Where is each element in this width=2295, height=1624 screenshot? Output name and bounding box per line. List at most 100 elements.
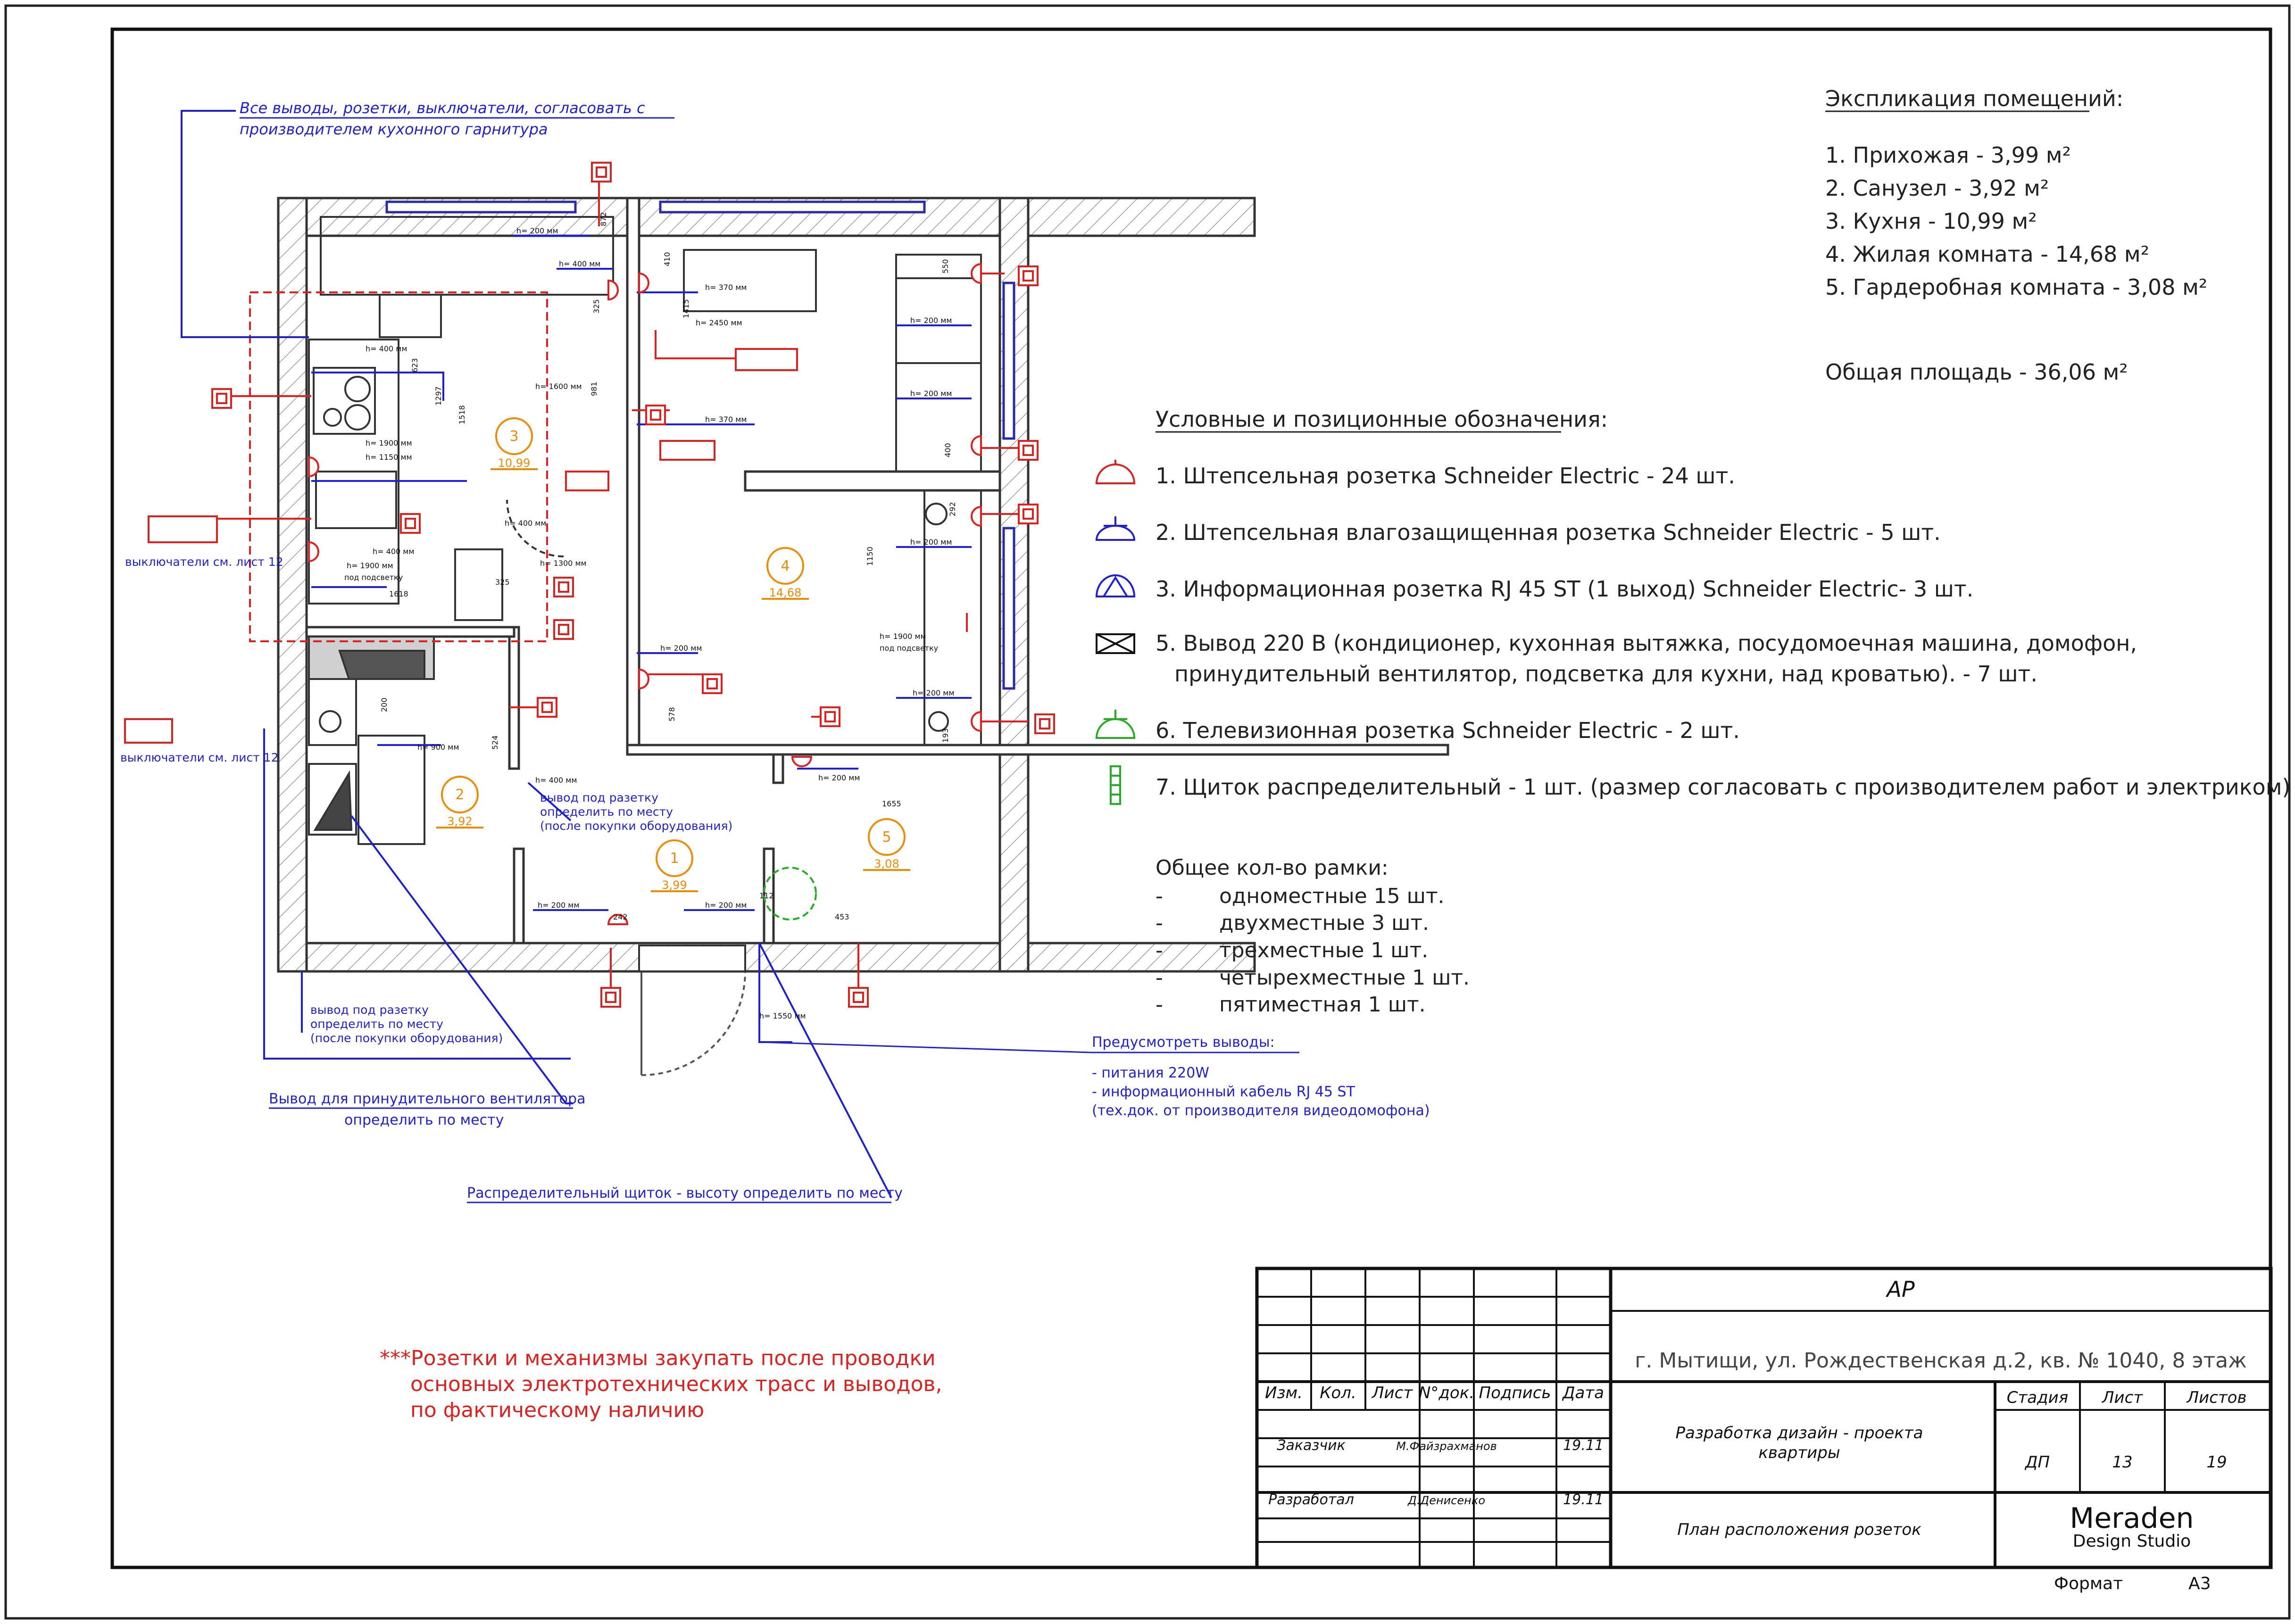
tb-sheet: 13 [2112, 1453, 2132, 1472]
dim-label: h= 400 мм [373, 547, 414, 556]
dim-label: h= 400 мм [535, 776, 577, 785]
tb-customer-name: М.Файзрахманов [1396, 1440, 1497, 1453]
dim-label: h= 200 мм [910, 538, 952, 547]
dim-label: 292 [948, 502, 957, 516]
tb-code: АР [1885, 1276, 1914, 1302]
tb-developer-role: Разработал [1268, 1491, 1354, 1508]
dim-label: h= 400 мм [366, 344, 407, 353]
room-1-area: 3,99 [662, 878, 687, 892]
dim-label: h= 370 мм [705, 283, 747, 292]
dim-label: под подсветку [880, 644, 938, 653]
vent-note-1: Вывод для принудительного вентилятора [269, 1091, 585, 1107]
warning-line-1: ***Розетки и механизмы закупать после пр… [380, 1346, 936, 1370]
tb-header: Изм. [1265, 1384, 1303, 1402]
marker-squares [211, 162, 1055, 1008]
tb-drawing-name: План расположения розеток [1677, 1520, 1921, 1539]
dim-label: h= 200 мм [705, 901, 747, 910]
distribution-board-icon [1110, 765, 1121, 805]
tb-header: N°док. [1419, 1384, 1474, 1402]
socket-symbols [308, 263, 982, 925]
outlet-note-line: определить по месту [540, 805, 673, 819]
explication: Экспликация помещений: 1. Прихожая - 3,9… [1825, 86, 2207, 385]
tb-stage: ДП [2024, 1453, 2050, 1472]
dim-label: 325 [592, 299, 601, 314]
tv-socket-icon [1095, 710, 1136, 739]
tb-developer-name: Д.Денисенко [1407, 1494, 1485, 1507]
panel-note: Распределительный щиток - высоту определ… [467, 1185, 903, 1201]
dim-label: h= 2450 мм [696, 318, 742, 327]
explication-room: 5. Гардеробная комната - 3,08 м² [1825, 274, 2207, 300]
outlet-note-bottom: (после покупки оборудования) [310, 1031, 503, 1045]
provide-item: - информационный кабель RJ 45 ST [1092, 1084, 1355, 1100]
dim-label: 112 [759, 891, 774, 900]
walls [277, 197, 1449, 973]
vent-note-2: определить по месту [344, 1112, 504, 1128]
frames-dash: - [1156, 884, 1163, 908]
kitchen-furniture [308, 216, 614, 621]
frames-title: Общее кол-во рамки: [1156, 856, 1389, 880]
dim-label: h= 200 мм [913, 688, 954, 697]
dim-label: h= 1900 мм [880, 632, 926, 641]
outlet-note-bottom: определить по месту [310, 1017, 443, 1031]
outer-frame [4, 4, 2291, 1620]
wiring-lines [181, 110, 972, 1198]
tv-outlet-marker [763, 867, 817, 920]
dim-label: 872 [599, 212, 608, 226]
company-subtitle: Design Studio [2073, 1532, 2191, 1551]
room-3-number: 3 [509, 428, 518, 445]
dim-label: h= 200 мм [818, 773, 860, 782]
dim-label: h= 900 мм [417, 743, 459, 752]
dim-label: h= 1300 мм [540, 559, 587, 568]
waterproof-socket-icon [1095, 516, 1136, 541]
dim-label: 1297 [434, 386, 443, 406]
switches-note-2: выключатели см. лист 12 [120, 751, 279, 764]
frames-item: одноместные 15 шт. [1219, 884, 1445, 908]
legend-item: 6. Телевизионная розетка Schneider Elect… [1156, 718, 1740, 743]
dim-label: 524 [491, 735, 499, 750]
warning-line-3: по фактическому наличию [410, 1398, 704, 1422]
tb-customer-date: 19.11 [1563, 1437, 1604, 1454]
dim-label: h= 200 мм [910, 316, 952, 325]
frames-item: четырехместные 1 шт. [1219, 966, 1470, 990]
room-3-area: 10,99 [498, 456, 531, 470]
floor-plan: 1 3,99 2 3,92 3 10,99 4 14,68 5 3,08 h= … [120, 99, 1449, 1422]
company-name: Meraden [2070, 1502, 2194, 1535]
dim-label: 1518 [457, 405, 466, 424]
tb-address: г. Мытищи, ул. Рождественская д.2, кв. №… [1635, 1349, 2246, 1373]
room-4-area: 14,68 [769, 586, 802, 599]
format-label: Формат [2054, 1574, 2123, 1593]
room-5-number: 5 [882, 829, 891, 845]
outlet-note-line: (после покупки оборудования) [540, 819, 732, 833]
tb-sheets-header: Листов [2186, 1388, 2246, 1407]
frames-dash: - [1156, 911, 1163, 935]
entrance-door [638, 945, 746, 1076]
legend-item: 7. Щиток распределительный - 1 шт. (разм… [1156, 774, 2290, 800]
dim-label: 1618 [389, 589, 408, 598]
dim-label: h= 200 мм [910, 389, 952, 398]
switches-note-1: выключатели см. лист 12 [125, 555, 283, 569]
dim-label: 981 [590, 381, 599, 396]
legend-item: принудительный вентилятор, подсветка для… [1174, 661, 2037, 687]
frames-dash: - [1156, 966, 1163, 990]
dim-label: h= 370 мм [705, 415, 747, 424]
dim-label: h= 1550 мм [759, 1011, 806, 1020]
provide-item: (тех.док. от производителя видеодомофона… [1092, 1102, 1430, 1119]
tb-header: Кол. [1320, 1384, 1356, 1402]
frames-count: Общее кол-во рамки: - - - - - одноместны… [1156, 856, 1470, 1017]
room-markers [436, 417, 910, 892]
dim-label: h= 200 мм [538, 901, 579, 910]
outlet-note-bottom: вывод под разетку [310, 1003, 429, 1017]
dim-label: h= 200 мм [516, 226, 558, 235]
dim-label: 1150 [865, 547, 874, 566]
switch-boxes [124, 348, 798, 744]
room-4-number: 4 [781, 558, 790, 574]
dim-label: 193 [941, 728, 950, 743]
explication-room: 3. Кухня - 10,99 м² [1825, 208, 2037, 234]
dim-label: 242 [613, 912, 628, 921]
dim-label: под подсветку [344, 573, 403, 582]
frames-dash: - [1156, 938, 1163, 962]
explication-room: 1. Прихожая - 3,99 м² [1825, 142, 2071, 168]
explication-title: Экспликация помещений: [1825, 86, 2123, 111]
bathroom-fixtures [308, 636, 435, 845]
